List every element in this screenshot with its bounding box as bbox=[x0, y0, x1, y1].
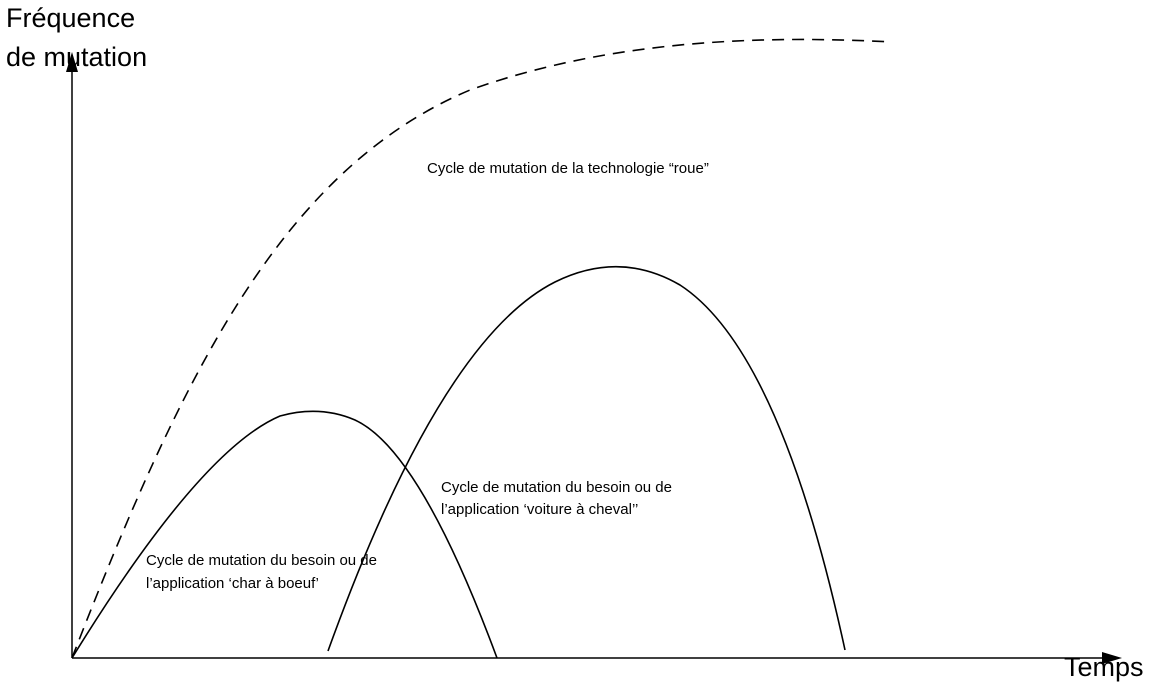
char-a-boeuf-label-line2: l’application ‘char à boeuf’ bbox=[146, 575, 319, 592]
voiture-a-cheval-label-line2: l’application ‘voiture à cheval’’ bbox=[441, 501, 639, 518]
voiture-a-cheval-label-line1: Cycle de mutation du besoin ou de bbox=[441, 479, 672, 496]
y-axis-label-line2: de mutation bbox=[6, 42, 148, 72]
y-axis-arrowhead bbox=[66, 52, 78, 72]
char-a-boeuf-label-line1: Cycle de mutation du besoin ou de bbox=[146, 552, 377, 569]
y-axis-label-line1: Fréquence bbox=[6, 3, 136, 33]
char-a-boeuf-curve bbox=[71, 410, 498, 659]
technology-roue-curve bbox=[71, 38, 893, 659]
voiture-a-cheval-curve bbox=[327, 265, 846, 652]
x-axis-arrowhead bbox=[1102, 652, 1122, 664]
technology-curve-label: Cycle de mutation de la technologie “rou… bbox=[427, 160, 709, 177]
x-axis-label: Temps bbox=[1064, 652, 1144, 682]
